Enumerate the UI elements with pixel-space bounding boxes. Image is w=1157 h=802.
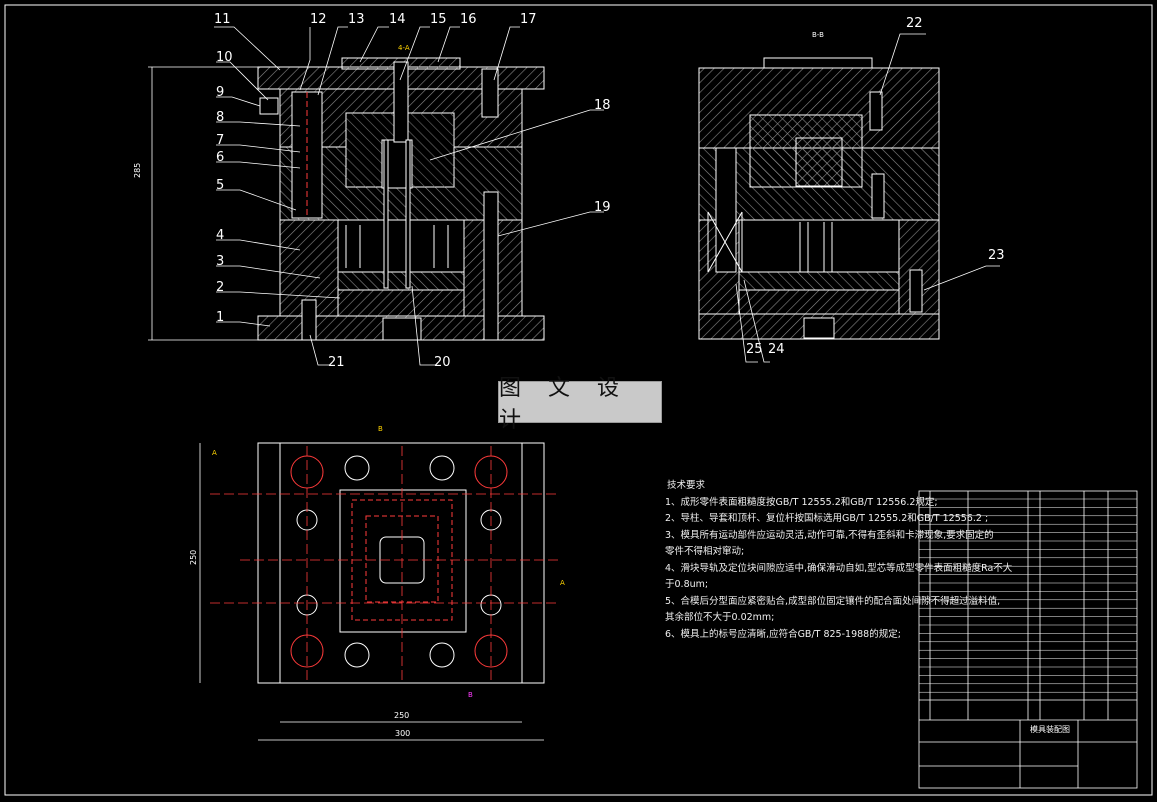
title-block — [918, 490, 1138, 789]
notes-title: 技术要求 — [667, 480, 706, 491]
dim-height-left: 285 — [133, 163, 142, 178]
part-number-23: 23 — [988, 248, 1005, 263]
dim-width-plan: 300 — [395, 729, 410, 738]
part-number-16: 16 — [460, 12, 477, 27]
part-number-15: 15 — [430, 12, 447, 27]
part-number-9: 9 — [216, 85, 225, 100]
part-number-4: 4 — [216, 228, 225, 243]
dim-inner-plan: 250 — [394, 711, 409, 720]
note-line-4: 零件不得相对窜动; — [665, 546, 745, 557]
technical-requirements: 技术要求 1、成形零件表面粗糙度按GB/T 12555.2和GB/T 12556… — [665, 478, 1013, 643]
part-number-19: 19 — [594, 200, 611, 215]
section-mark-a2: A — [560, 579, 565, 587]
part-number-21: 21 — [328, 355, 345, 370]
section-label: B-B — [812, 31, 824, 39]
part-number-10: 10 — [216, 50, 233, 65]
part-number-5: 5 — [216, 178, 225, 193]
plan-view: 300 250 250 A A B B — [189, 425, 565, 741]
part-number-13: 13 — [348, 12, 365, 27]
part-number-6: 6 — [216, 150, 225, 165]
part-number-11: 11 — [214, 12, 231, 27]
part-number-2: 2 — [216, 280, 225, 295]
note-line-2: 2、导柱、导套和顶杆、复位杆按国标选用GB/T 12555.2和GB/T 125… — [665, 513, 989, 524]
part-number-18: 18 — [594, 98, 611, 113]
part-number-20: 20 — [434, 355, 451, 370]
note-line-9: 6、模具上的标号应清晰,应符合GB/T 825-1988的规定; — [665, 628, 901, 640]
note-line-3: 3、模具所有运动部件应运动灵活,动作可靠,不得有歪斜和卡滞现象,要求固定的 — [665, 529, 994, 541]
watermark: 图 文 设 计 — [498, 376, 662, 433]
section-mark-b2: B — [468, 691, 473, 699]
drawing-name: 模具装配图 — [1030, 725, 1070, 734]
dim-height-plan: 250 — [189, 550, 198, 565]
note-line-6: 于0.8um; — [665, 579, 709, 590]
leader-lines-left — [214, 26, 604, 366]
section-mark-b1: B — [378, 425, 383, 433]
part-number-14: 14 — [389, 12, 406, 27]
note-line-8: 其余部位不大于0.02mm; — [665, 612, 775, 623]
right-section-view: B-B — [698, 31, 940, 340]
leader-lines-right — [735, 33, 1000, 363]
part-number-7: 7 — [216, 133, 225, 148]
part-number-25: 25 — [746, 342, 763, 357]
bom-rows — [919, 498, 1137, 693]
part-number-12: 12 — [310, 12, 327, 27]
note-line-7: 5、合模后分型面应紧密贴合,成型部位固定镶件的配合面处间隙不得超过溢料值, — [665, 595, 1001, 607]
part-number-8: 8 — [216, 110, 225, 125]
note-line-5: 4、滑块导轨及定位块间隙应适中,确保滑动自如,型芯等成型零件表面粗糙度Ra不大 — [665, 562, 1013, 574]
part-number-22: 22 — [906, 16, 923, 31]
section-mark-a1: A — [212, 449, 217, 457]
top-label: 4-A — [398, 44, 410, 52]
part-number-3: 3 — [216, 254, 225, 269]
drawing-border — [4, 4, 1153, 796]
part-number-17: 17 — [520, 12, 537, 27]
note-line-1: 1、成形零件表面粗糙度按GB/T 12555.2和GB/T 12556.2规定; — [665, 496, 938, 508]
left-section-view: 285 4-A — [133, 44, 545, 341]
part-number-1: 1 — [216, 310, 225, 325]
part-number-24: 24 — [768, 342, 785, 357]
